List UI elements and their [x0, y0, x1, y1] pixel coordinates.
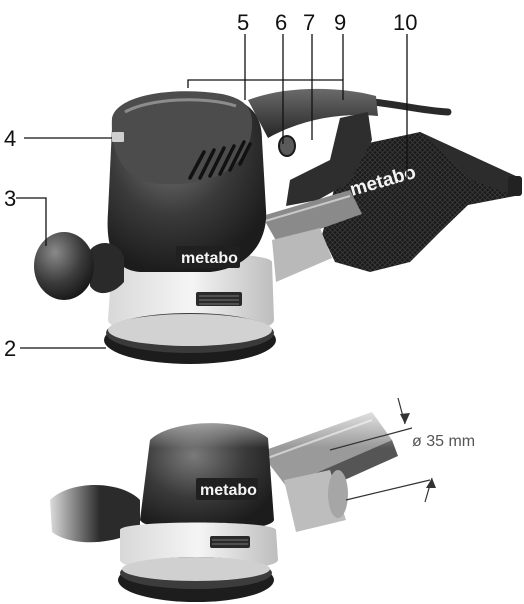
detail-logo: metabo [200, 482, 257, 499]
rear-handle [248, 88, 378, 244]
callout-9: 9 [334, 10, 346, 35]
callout-6: 6 [275, 10, 287, 35]
sander-detail: metabo [40, 396, 420, 602]
ventilation-slots [188, 140, 252, 180]
dimension-arrows [400, 413, 436, 488]
front-knob [34, 232, 124, 300]
dimension-label: ø 35 mm [412, 433, 475, 450]
callout-10: 10 [393, 10, 417, 35]
dust-bag: metabo [322, 132, 522, 272]
sanding-pad [104, 313, 276, 364]
callout-7: 7 [303, 10, 315, 35]
sander-top: metabo [34, 88, 522, 364]
callout-5: 5 [237, 10, 249, 35]
speed-dial [112, 132, 124, 142]
on-off-switch [278, 135, 296, 157]
housing-logo: metabo [181, 250, 238, 267]
callout-numbers: 5 6 7 9 10 4 3 2 [4, 10, 417, 361]
callout-4: 4 [4, 126, 16, 151]
base-housing [108, 228, 332, 336]
callout-3: 3 [4, 186, 16, 211]
callout-2: 2 [4, 336, 16, 361]
callout-lines [16, 34, 408, 349]
